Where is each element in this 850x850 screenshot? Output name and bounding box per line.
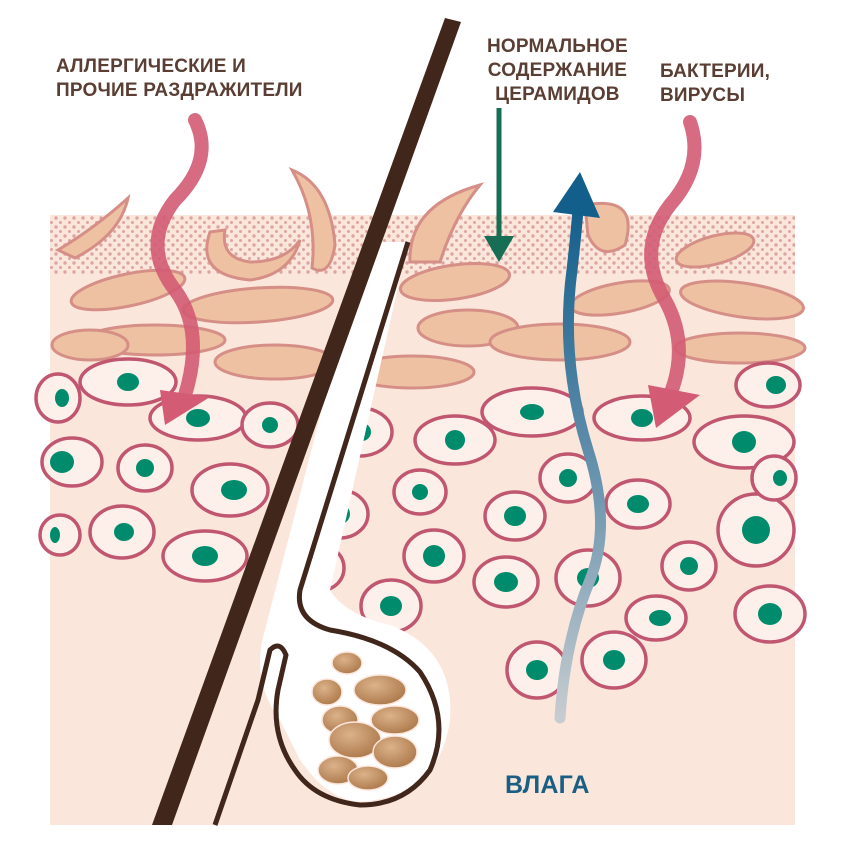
bacteria-label: БАКТЕРИИ, ВИРУСЫ: [660, 60, 770, 108]
ceramides-arrow: [484, 108, 514, 262]
hair-shaft: [152, 18, 461, 825]
nucleus: [559, 469, 577, 487]
sebum-droplet: [331, 651, 363, 675]
nucleus: [423, 545, 445, 567]
nucleus: [631, 409, 653, 427]
nucleus: [603, 650, 625, 670]
flake: [488, 322, 632, 362]
flake: [673, 331, 807, 365]
nucleus: [117, 373, 139, 391]
allergens-label-line: ПРОЧИЕ РАЗДРАЖИТЕЛИ: [56, 80, 303, 101]
allergens-label-line: АЛЛЕРГИЧЕСКИЕ И: [56, 56, 246, 77]
nucleus: [445, 430, 465, 450]
flake: [54, 193, 131, 260]
sebum-droplet: [347, 765, 389, 791]
bacteria-arrow: [644, 115, 702, 428]
nucleus: [50, 527, 60, 543]
nucleus: [758, 603, 782, 625]
sebum-droplet: [353, 674, 407, 706]
nucleus: [732, 431, 756, 453]
sebaceous-gland-outline: [212, 241, 442, 826]
bacteria-label-line: БАКТЕРИИ,: [660, 61, 771, 82]
flake: [398, 262, 512, 302]
nucleus: [742, 516, 770, 544]
flake: [288, 167, 337, 272]
nucleus: [50, 451, 74, 473]
nucleus: [766, 376, 786, 394]
moisture-arrow: [553, 172, 606, 724]
nucleus: [221, 480, 247, 500]
nucleus: [680, 557, 698, 575]
nucleus: [262, 417, 278, 433]
nucleus: [649, 610, 671, 626]
bacteria-label-line: ВИРУСЫ: [660, 85, 746, 106]
nucleus: [526, 660, 548, 680]
irritants-arrow: [150, 113, 210, 425]
nucleus: [412, 484, 428, 500]
flake: [50, 328, 130, 362]
sebum-droplet: [311, 678, 343, 706]
nucleus: [627, 495, 649, 513]
nucleus: [186, 409, 210, 427]
sebum-droplet: [372, 735, 418, 769]
ceramides-label-line: НОРМАЛЬНОЕ: [487, 36, 628, 57]
hair-follicle-channel: [260, 242, 451, 802]
flake: [69, 268, 187, 312]
flake: [408, 182, 485, 264]
flake: [674, 231, 756, 269]
sebum-droplets: [311, 651, 420, 791]
flake: [205, 228, 302, 282]
nucleus: [504, 506, 526, 526]
allergens-label: АЛЛЕРГИЧЕСКИЕ И ПРОЧИЕ РАЗДРАЖИТЕЛИ: [56, 55, 303, 103]
nucleus: [114, 523, 134, 541]
nucleus: [380, 596, 402, 616]
ceramides-label-line: ЦЕРАМИДОВ: [495, 84, 620, 105]
nucleus: [520, 404, 544, 420]
ceramides-label: НОРМАЛЬНОЕ СОДЕРЖАНИЕ ЦЕРАМИДОВ: [487, 35, 628, 107]
ceramides-label-line: СОДЕРЖАНИЕ: [487, 60, 628, 81]
flake: [679, 279, 805, 321]
sebum-droplet: [370, 705, 420, 735]
moisture-label: ВЛАГА: [505, 771, 590, 799]
nucleus: [55, 389, 69, 407]
nucleus: [494, 572, 518, 592]
nucleus: [136, 459, 154, 477]
nucleus: [773, 470, 787, 486]
nucleus: [192, 546, 218, 566]
